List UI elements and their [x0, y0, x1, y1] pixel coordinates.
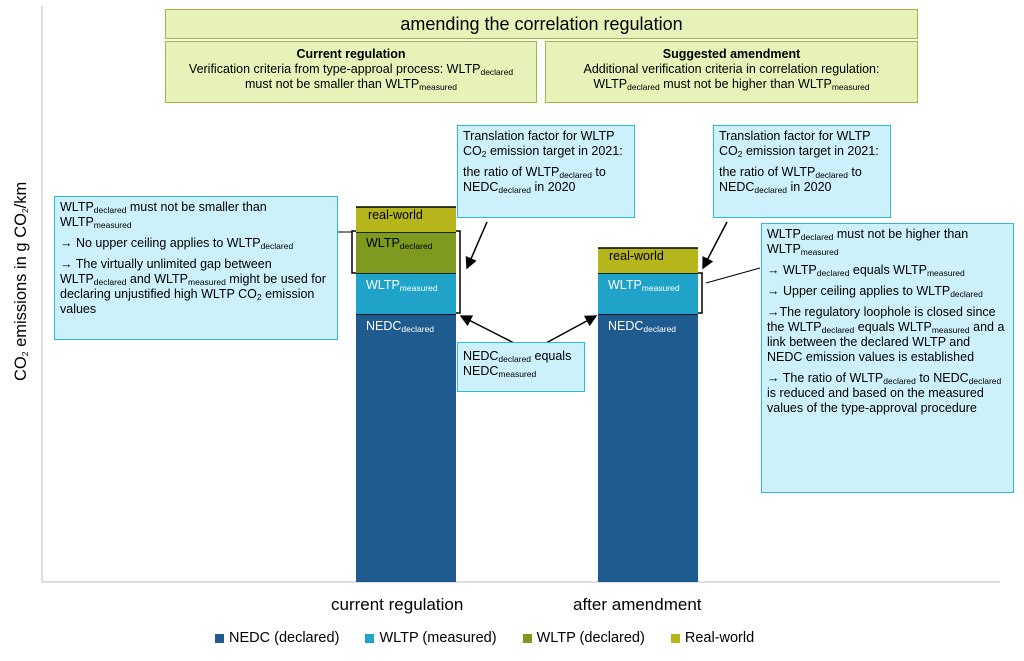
bar-segment-wltp-measured-current [356, 273, 456, 314]
note-nedc-equal: NEDCdeclared equals NEDCmeasured [457, 342, 585, 392]
suggested-amendment-line2: WLTPdeclared must not be higher than WLT… [593, 77, 870, 92]
bracket-wltp-gap-current [456, 230, 461, 314]
x-tick-label-after: after amendment [573, 595, 702, 614]
note-left-p3: → The virtually unlimited gap between WL… [60, 257, 326, 316]
note-current-regulation: WLTPdeclared must not be smaller than WL… [54, 196, 338, 340]
arrow-translation-after [702, 221, 728, 270]
note-left-p1: WLTPdeclared must not be smaller than WL… [60, 200, 267, 230]
y-axis-label: CO2 emissions in g CO2/km [12, 181, 30, 381]
legend-swatch [365, 633, 375, 643]
bar-segment-nedc-declared-after [598, 314, 698, 582]
legend-item-wltp-measured: WLTP (measured) [365, 630, 497, 646]
bar-segment-real-world-current [356, 207, 456, 232]
bar1-label-nedc-declared: NEDCdeclared [366, 319, 435, 334]
note-right-p5: → The ratio of WLTPdeclared to NEDCdecla… [767, 371, 1002, 415]
bracket-wltp-declared [351, 230, 356, 274]
bars-group [356, 206, 698, 582]
legend-item-real-world: Real-world [670, 630, 754, 646]
header-title: amending the correlation regulation [400, 14, 683, 34]
note-right-p4: →The regulatory loophole is closed since… [767, 305, 1005, 364]
suggested-amendment-heading: Suggested amendment [662, 47, 801, 61]
current-regulation-line1: Verification criteria from type-approal … [188, 62, 514, 77]
suggested-amendment-box: Suggested amendment Additional verificat… [545, 41, 918, 103]
legend-item-nedc-declared: NEDC (declared) [215, 630, 339, 646]
current-regulation-line2: must not be smaller than WLTPmeasured [245, 77, 457, 92]
legend: NEDC (declared) WLTP (measured) WLTP (de… [215, 630, 776, 647]
legend-item-wltp-declared: WLTP (declared) [522, 630, 645, 646]
bar-segment-wltp-measured-after [598, 273, 698, 314]
bar2-label-nedc-declared: NEDCdeclared [608, 319, 677, 334]
bar1-label-wltp-measured: WLTPmeasured [366, 278, 438, 293]
note-translation-current: Translation factor for WLTP CO2 emission… [457, 125, 635, 218]
current-regulation-box: Current regulation Verification criteria… [165, 41, 537, 103]
bar2-label-real-world: real-world [609, 249, 664, 263]
note-translation-current-p1: Translation factor for WLTP CO2 emission… [463, 129, 623, 159]
suggested-amendment-line1: Additional verification criteria in corr… [583, 62, 880, 76]
pointer-right-note [705, 267, 761, 284]
bar2-label-wltp-measured: WLTPmeasured [608, 278, 680, 293]
bar-segment-wltp-declared-current [356, 232, 456, 273]
note-translation-after-p1: Translation factor for WLTP CO2 emission… [719, 129, 879, 159]
arrow-nedc-current [459, 315, 515, 344]
note-translation-current-p2: the ratio of WLTPdeclared to NEDCdeclare… [463, 165, 606, 195]
bar-segment-real-world-after [598, 248, 698, 273]
legend-swatch [670, 633, 680, 643]
note-right-p3: → Upper ceiling applies to WLTPdeclared [767, 284, 983, 299]
bracket-wltp-after [698, 272, 703, 314]
annotation-lines [338, 221, 761, 344]
note-translation-after: Translation factor for WLTP CO2 emission… [713, 125, 891, 218]
header-title-box: amending the correlation regulation [165, 9, 918, 39]
legend-swatch [215, 633, 224, 643]
arrow-nedc-after [545, 315, 598, 344]
current-regulation-heading: Current regulation [296, 47, 406, 61]
note-right-p2: → WLTPdeclared equals WLTPmeasured [767, 263, 965, 278]
note-right-p1: WLTPdeclared must not be higher than WLT… [767, 227, 969, 257]
note-left-p2: → No upper ceiling applies to WLTPdeclar… [60, 236, 294, 251]
note-translation-after-p2: the ratio of WLTPdeclared to NEDCdeclare… [719, 165, 862, 195]
x-tick-label-current: current regulation [331, 595, 464, 614]
bar1-label-wltp-declared: WLTPdeclared [366, 236, 433, 251]
note-after-amendment: WLTPdeclared must not be higher than WLT… [761, 223, 1014, 493]
bar-segment-nedc-declared-current [356, 314, 456, 582]
arrow-translation-current [465, 221, 488, 270]
bar1-label-real-world: real-world [368, 208, 423, 222]
legend-swatch [522, 633, 532, 643]
